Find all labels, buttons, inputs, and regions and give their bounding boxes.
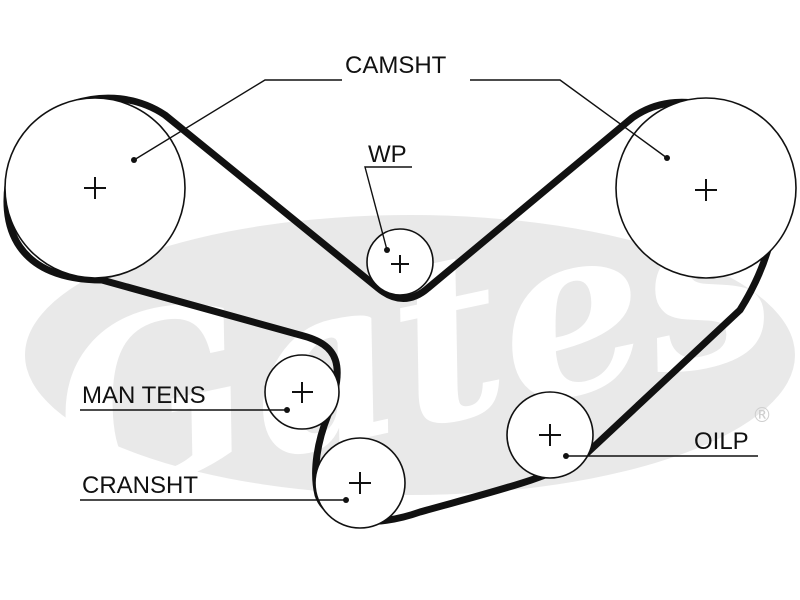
left-camshaft-pulley (4, 97, 186, 279)
oil-pump-leader (563, 453, 758, 459)
water-pump-leader (364, 166, 412, 253)
crankshaft-leader (80, 497, 349, 503)
oil-pump-label: OILP (694, 428, 749, 455)
water-pump-label: WP (368, 141, 407, 168)
watermark-oval (25, 215, 795, 495)
crankshaft-pulley (314, 437, 406, 529)
water-pump-pulley (366, 228, 434, 296)
camshaft-leader (131, 79, 670, 163)
right-camshaft-pulley (615, 97, 797, 279)
watermark-registered-mark: ® (752, 403, 772, 427)
manual-tensioner-pulley (264, 354, 340, 430)
manual-tensioner-label: MAN TENS (82, 382, 206, 409)
crankshaft-label: CRANSHT (82, 472, 198, 499)
camshaft-label: CAMSHT (345, 52, 447, 79)
oil-pump-pulley (506, 391, 594, 479)
manual-tensioner-leader (80, 407, 290, 413)
